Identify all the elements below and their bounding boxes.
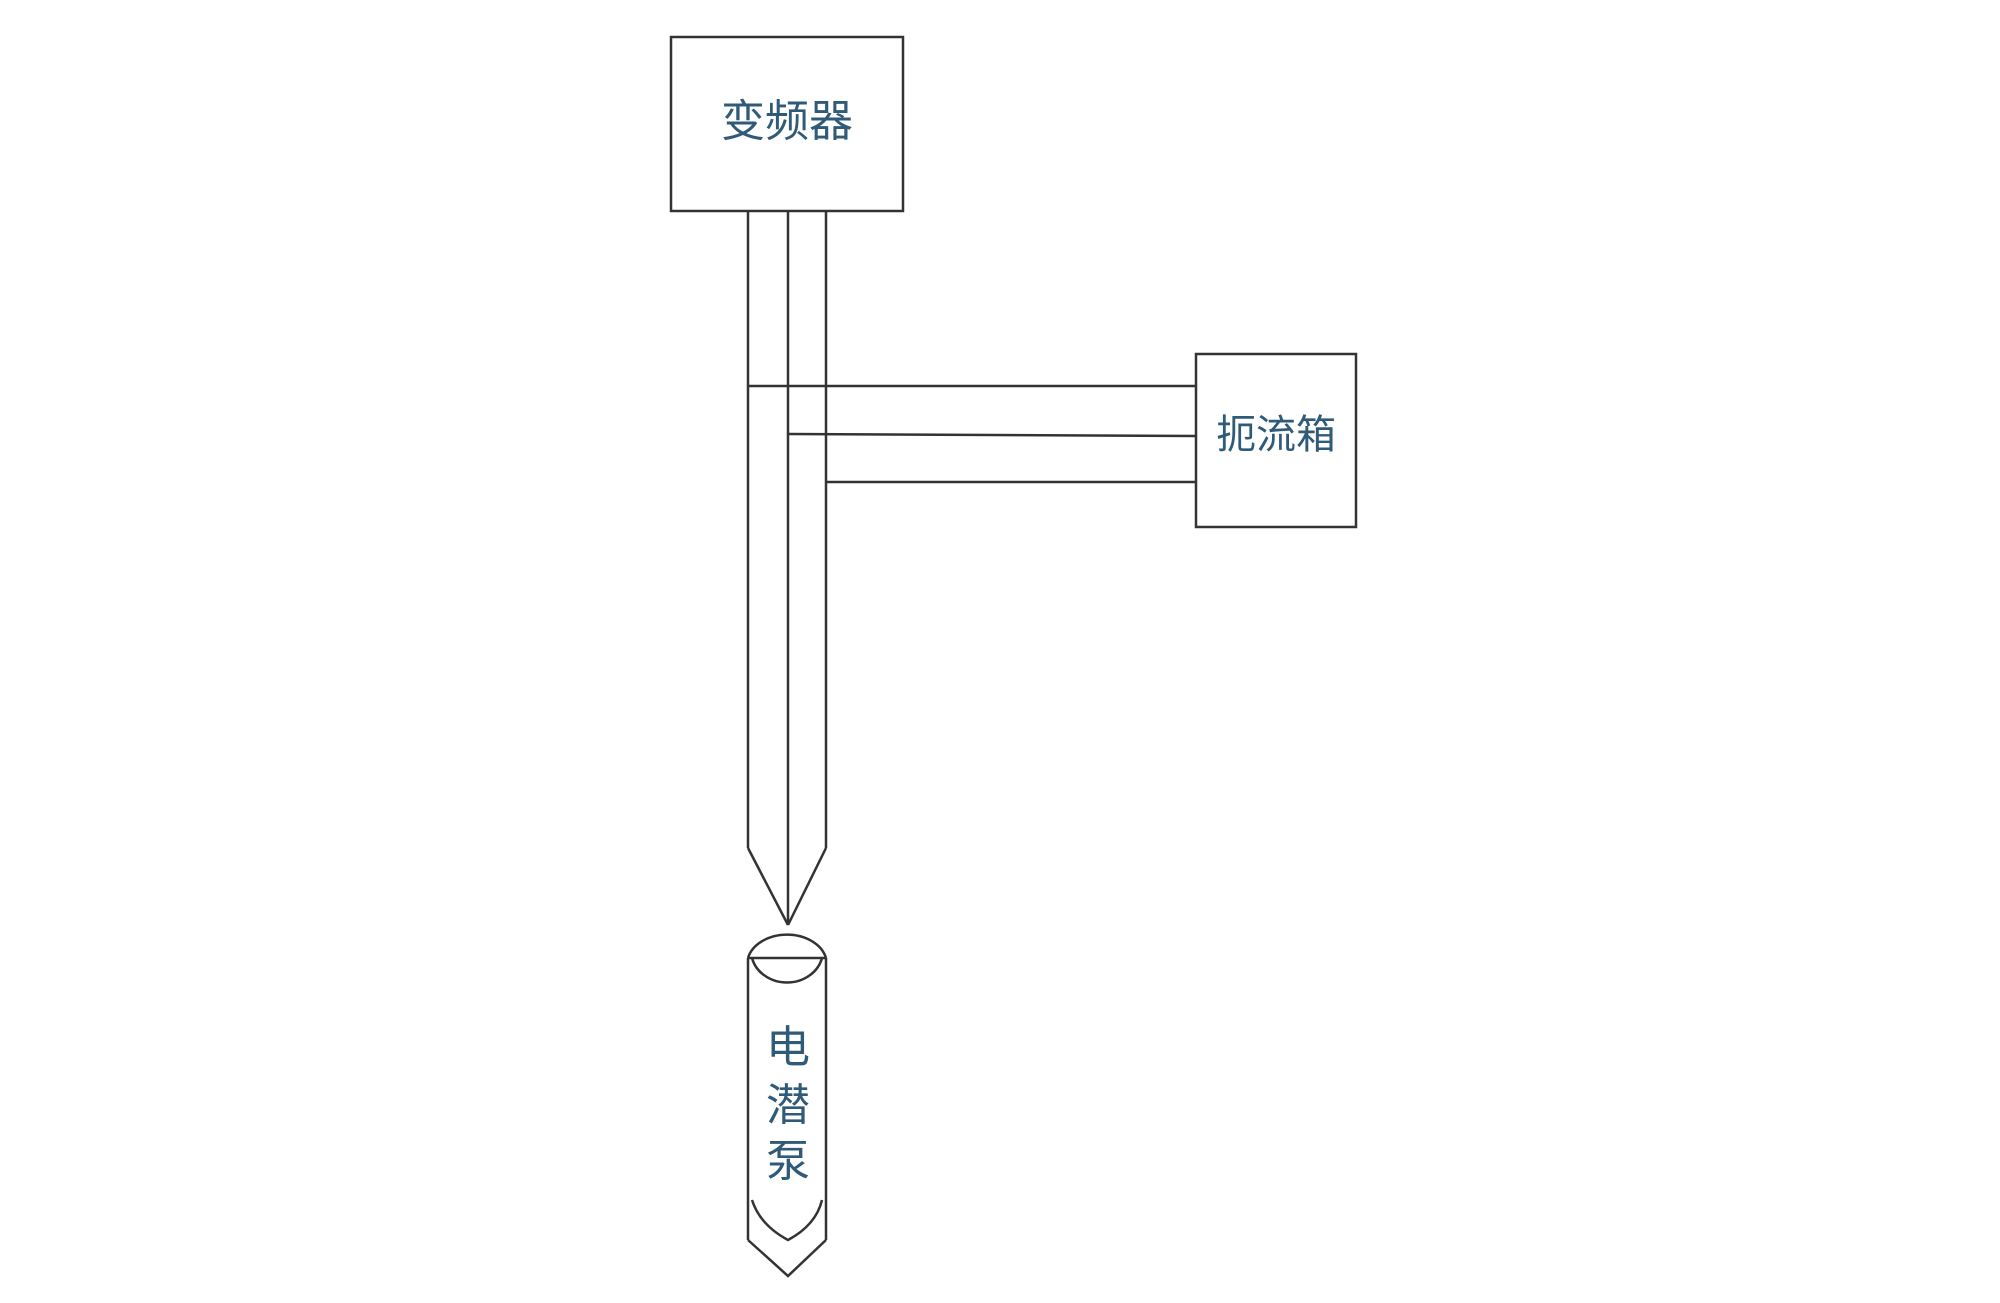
- branch-lines: [748, 384, 1197, 484]
- pump-block: 电 潜 泵: [746, 933, 828, 1278]
- pump-top-lower-arc: [750, 957, 824, 984]
- vfd-label: 变频器: [721, 96, 853, 147]
- cable-taper-left: [746, 847, 790, 926]
- vfd-box: [669, 35, 905, 213]
- choke-block: 扼流箱: [1194, 352, 1358, 529]
- choke-box-label: 扼流箱: [1216, 412, 1336, 458]
- pump-bottom-tip: [747, 1239, 827, 1278]
- pump-top-dome: [746, 933, 828, 959]
- pump-label-char-1: 电: [766, 1022, 810, 1073]
- pump-bottom-curve: [750, 1199, 824, 1242]
- cable-taper-right: [786, 847, 828, 926]
- pump-label-char-3: 泵: [766, 1136, 810, 1187]
- main-cable: [746, 211, 828, 926]
- pump-label-char-2: 潜: [766, 1080, 810, 1131]
- vfd-block: 变频器: [669, 35, 905, 213]
- branch-line-middle: [787, 432, 1197, 438]
- choke-box: [1194, 352, 1358, 529]
